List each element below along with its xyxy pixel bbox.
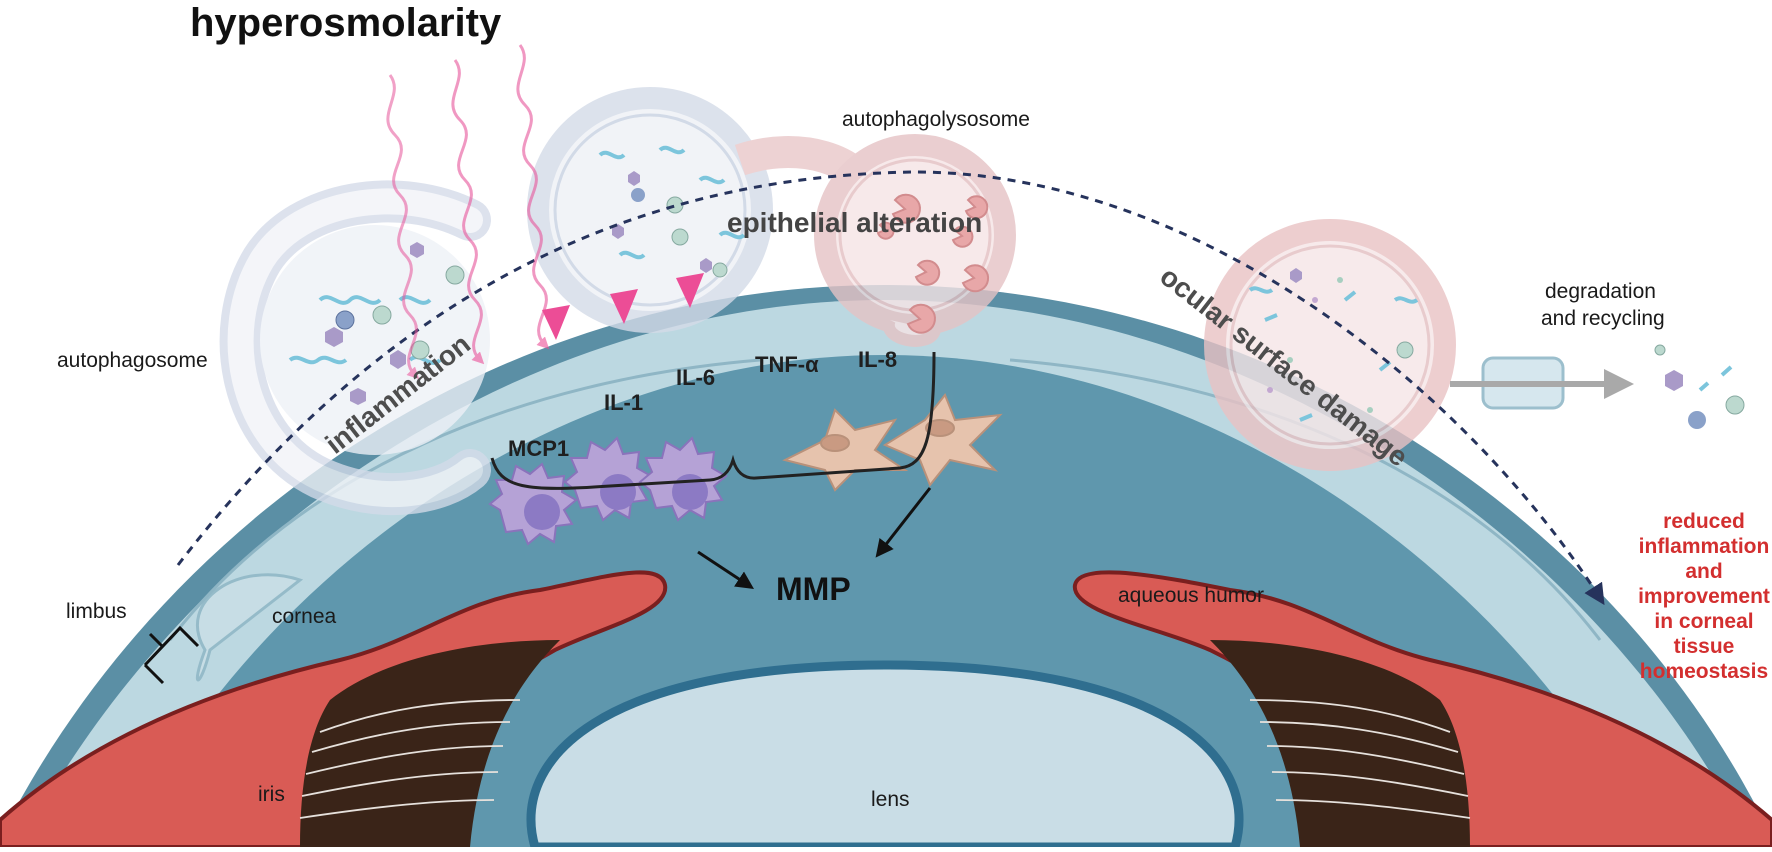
zonule-fibers-right xyxy=(1249,699,1471,819)
outcome-line: improvement xyxy=(1638,585,1770,608)
autophagosome-cargo xyxy=(288,242,465,405)
recycled-products xyxy=(1654,344,1745,429)
degradation-debris xyxy=(1248,268,1419,422)
cytokine-il8: IL-8 xyxy=(858,347,897,372)
label-and-recycling: and recycling xyxy=(1541,307,1665,330)
autophagolysosome-cargo xyxy=(598,145,746,278)
label-limbus: limbus xyxy=(66,600,127,623)
immune-cells xyxy=(488,436,728,546)
label-iris: iris xyxy=(258,783,285,806)
limbus-loop-left xyxy=(195,573,304,682)
hyperosmolarity-stress-arrows xyxy=(386,44,550,380)
label-cornea: cornea xyxy=(272,605,337,628)
zonule-fibers-left xyxy=(299,699,521,819)
cytokine-tnf: TNF-α xyxy=(755,352,819,377)
title-hyperosmolarity: hyperosmolarity xyxy=(190,1,502,45)
outcome-line: homeostasis xyxy=(1640,660,1768,683)
ciliary-body-right xyxy=(1210,640,1470,847)
label-epithelial-alteration: epithelial alteration xyxy=(727,207,982,238)
outcome-line: and xyxy=(1685,560,1722,583)
label-degradation: degradation xyxy=(1545,280,1656,303)
label-mmp: MMP xyxy=(776,571,851,607)
limbus-bracket xyxy=(143,625,200,685)
degradation-lysosome xyxy=(1204,219,1456,471)
label-autophagosome: autophagosome xyxy=(57,349,208,372)
outcome-line: in corneal xyxy=(1654,610,1753,633)
fibroblast-to-mmp-arrow xyxy=(875,487,932,558)
ciliary-body-left xyxy=(300,640,560,847)
outcome-line: inflammation xyxy=(1639,535,1770,558)
macrophage-to-mmp-arrow xyxy=(697,550,755,589)
lens xyxy=(526,660,1244,852)
label-autophagolysosome: autophagolysosome xyxy=(842,108,1030,131)
stress-arrow-heads xyxy=(542,273,704,340)
dashed-progression-arc xyxy=(176,170,1605,606)
cytokine-bracket xyxy=(490,351,936,490)
outcome-line: reduced xyxy=(1663,510,1745,533)
label-aqueous-humor: aqueous humor xyxy=(1118,584,1264,607)
cytokine-mcp1: MCP1 xyxy=(508,436,569,461)
label-lens: lens xyxy=(871,788,910,811)
outcome-text-block: reduced inflammation and improvement in … xyxy=(1638,510,1770,683)
cytokine-il6: IL-6 xyxy=(676,365,715,390)
autophagosome xyxy=(219,180,491,515)
lysosomal-enzymes xyxy=(876,193,990,334)
outcome-line: tissue xyxy=(1674,635,1735,658)
cytokine-il1: IL-1 xyxy=(604,390,643,415)
